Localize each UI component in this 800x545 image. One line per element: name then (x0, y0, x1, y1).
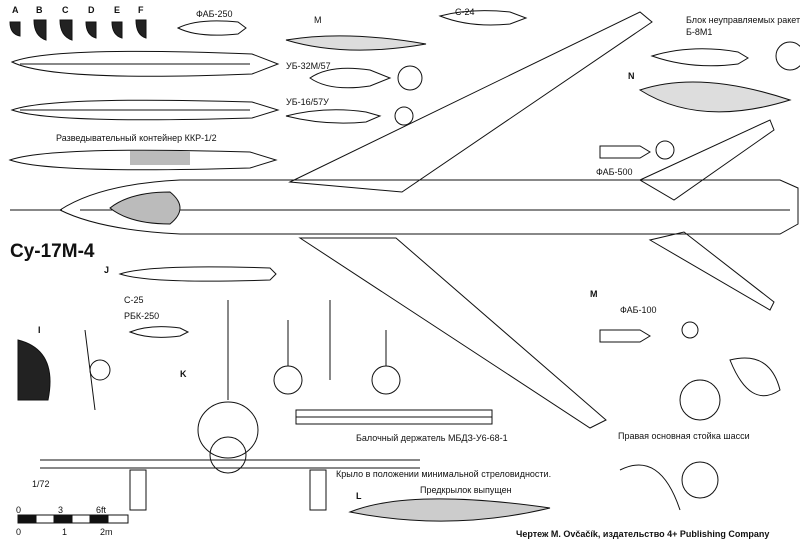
section-i-profile (17, 329, 111, 411)
label-m: M (314, 15, 322, 25)
section-letter: N (628, 71, 635, 81)
label-fab500: ФАБ-500 (596, 167, 633, 177)
stores-bottom (118, 266, 699, 343)
section-letter: F (138, 5, 144, 15)
aircraft-front-view (40, 300, 420, 511)
label-gear: Правая основная стойка шасси (618, 431, 750, 441)
label-wing: Крыло в положении минимальной стреловидн… (336, 469, 552, 479)
label-fab100: ФАБ-100 (620, 305, 657, 315)
label-ub32: УБ-32М/57 (286, 61, 331, 71)
scale-m-0: 0 (16, 527, 22, 537)
section-letter: K (180, 369, 187, 379)
section-letter: I (38, 325, 41, 335)
scale-ratio: 1/72 (32, 479, 50, 489)
scale-ft-0: 0 (16, 505, 22, 515)
scale-m-1: 1 (62, 527, 68, 537)
section-letter: M (590, 289, 598, 299)
landing-gear-sketches (273, 300, 781, 511)
section-letter: J (104, 265, 110, 275)
label-s24: С-24 (455, 7, 475, 17)
drop-tanks (8, 50, 280, 171)
section-letter: C (62, 5, 69, 15)
section-letter: E (114, 5, 121, 15)
label-rbk250: РБК-250 (124, 311, 160, 321)
label-recon: Разведывательный контейнер ККР-1/2 (56, 133, 217, 143)
section-letter: A (12, 5, 19, 15)
label-fab250: ФАБ-250 (196, 9, 233, 19)
section-profiles (9, 19, 147, 41)
section-letter: L (356, 491, 362, 501)
bomb-beam (295, 409, 493, 425)
label-slat: Предкрылок выпущен (420, 485, 512, 495)
label-beam: Балочный держатель МБДЗ-У6-68-1 (356, 433, 508, 443)
aircraft-title: Су-17М-4 (10, 241, 95, 262)
label-b8m1: Б-8М1 (686, 27, 713, 37)
label-block: Блок неуправляемых ракет (686, 15, 800, 25)
scale-m-2: 2m (100, 527, 113, 537)
airfoil-section (348, 498, 551, 522)
credit-line: Чертеж M. Ovčačík, издательство 4+ Publi… (516, 529, 770, 539)
label-ub16: УБ-16/57У (286, 97, 329, 107)
scale-ft-6: 6ft (96, 505, 107, 515)
scale-ft-3: 3 (58, 505, 64, 515)
scale-bar (17, 514, 129, 524)
section-letter: D (88, 5, 95, 15)
aircraft-plan-view (10, 11, 799, 429)
section-letter: B (36, 5, 43, 15)
stores-top (176, 10, 800, 160)
label-s25: С-25 (124, 295, 144, 305)
